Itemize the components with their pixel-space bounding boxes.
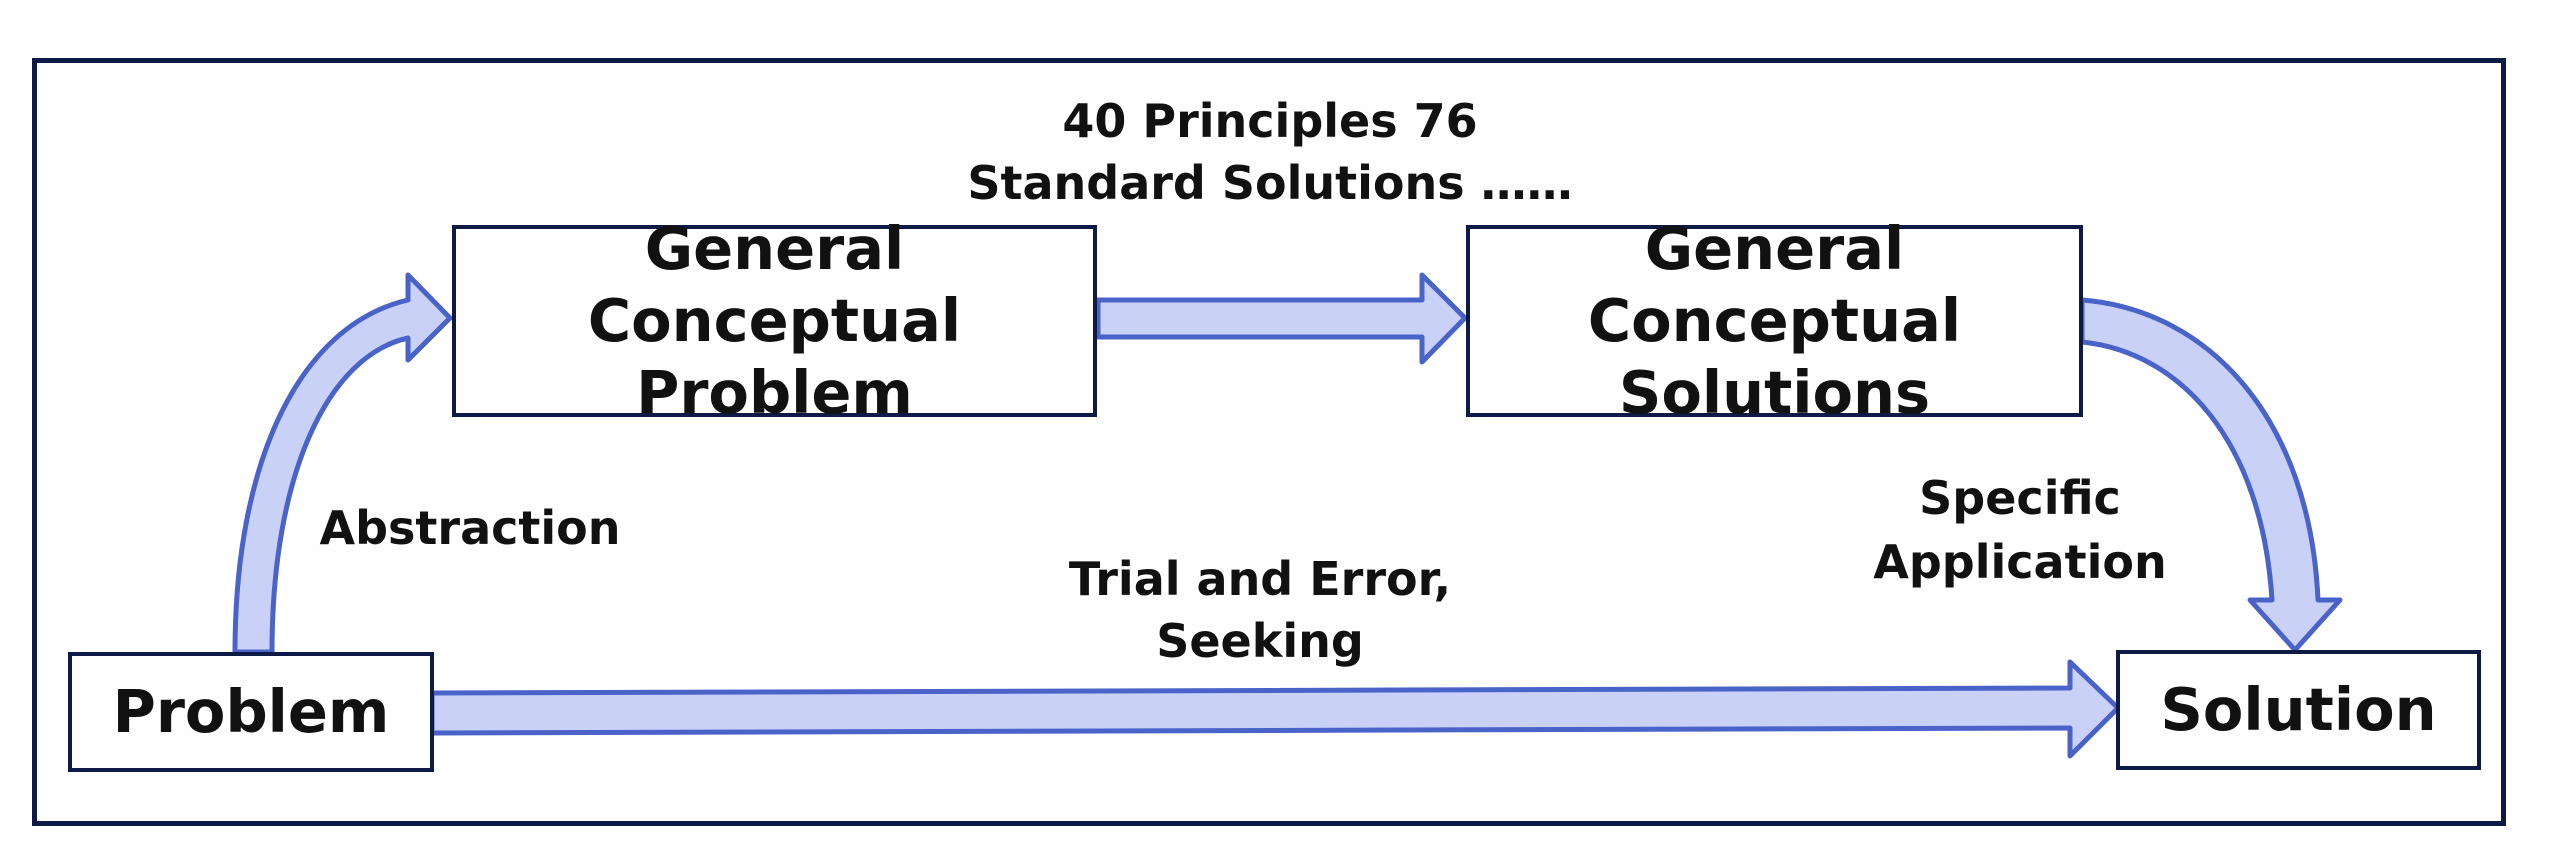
specific-application-label: Specific Application <box>1860 466 2180 594</box>
trial-error-line2: Seeking <box>1156 614 1364 668</box>
problem-box: Problem <box>68 652 434 772</box>
diagram-frame <box>32 58 2506 826</box>
principles-line3: …… <box>1480 156 1573 210</box>
specific-application-arrow <box>2079 297 2343 653</box>
general-conceptual-solutions-box: General Conceptual Solutions <box>1466 214 2083 427</box>
trial-error-arrow <box>429 659 2121 759</box>
principles-line1: 40 Principles <box>1062 94 1398 148</box>
solution-label: Solution <box>2160 675 2437 745</box>
specific-application-line1: Specific <box>1919 471 2121 525</box>
abstraction-text: Abstraction <box>319 501 621 555</box>
trial-error-line1: Trial and Error, <box>1068 552 1452 606</box>
abstraction-arrow <box>232 272 453 655</box>
principles-line2: 76 Standard Solutions <box>967 94 1478 210</box>
general-solutions-line2: Solutions <box>1618 357 1931 427</box>
principles-label: 40 Principles 76 Standard Solutions …… <box>960 90 1580 214</box>
solution-box: Solution <box>2116 650 2481 770</box>
trial-error-label: Trial and Error, Seeking <box>1000 548 1520 672</box>
abstraction-label: Abstraction <box>300 500 640 558</box>
general-problem-line1: General Conceptual <box>587 214 962 356</box>
principles-arrow <box>1095 272 1468 365</box>
specific-application-line2: Application <box>1873 535 2167 589</box>
problem-label: Problem <box>112 677 390 747</box>
general-solutions-line1: General Conceptual <box>1587 214 1962 356</box>
general-conceptual-problem-box: General Conceptual Problem <box>452 214 1097 427</box>
general-problem-line2: Problem <box>636 357 913 427</box>
